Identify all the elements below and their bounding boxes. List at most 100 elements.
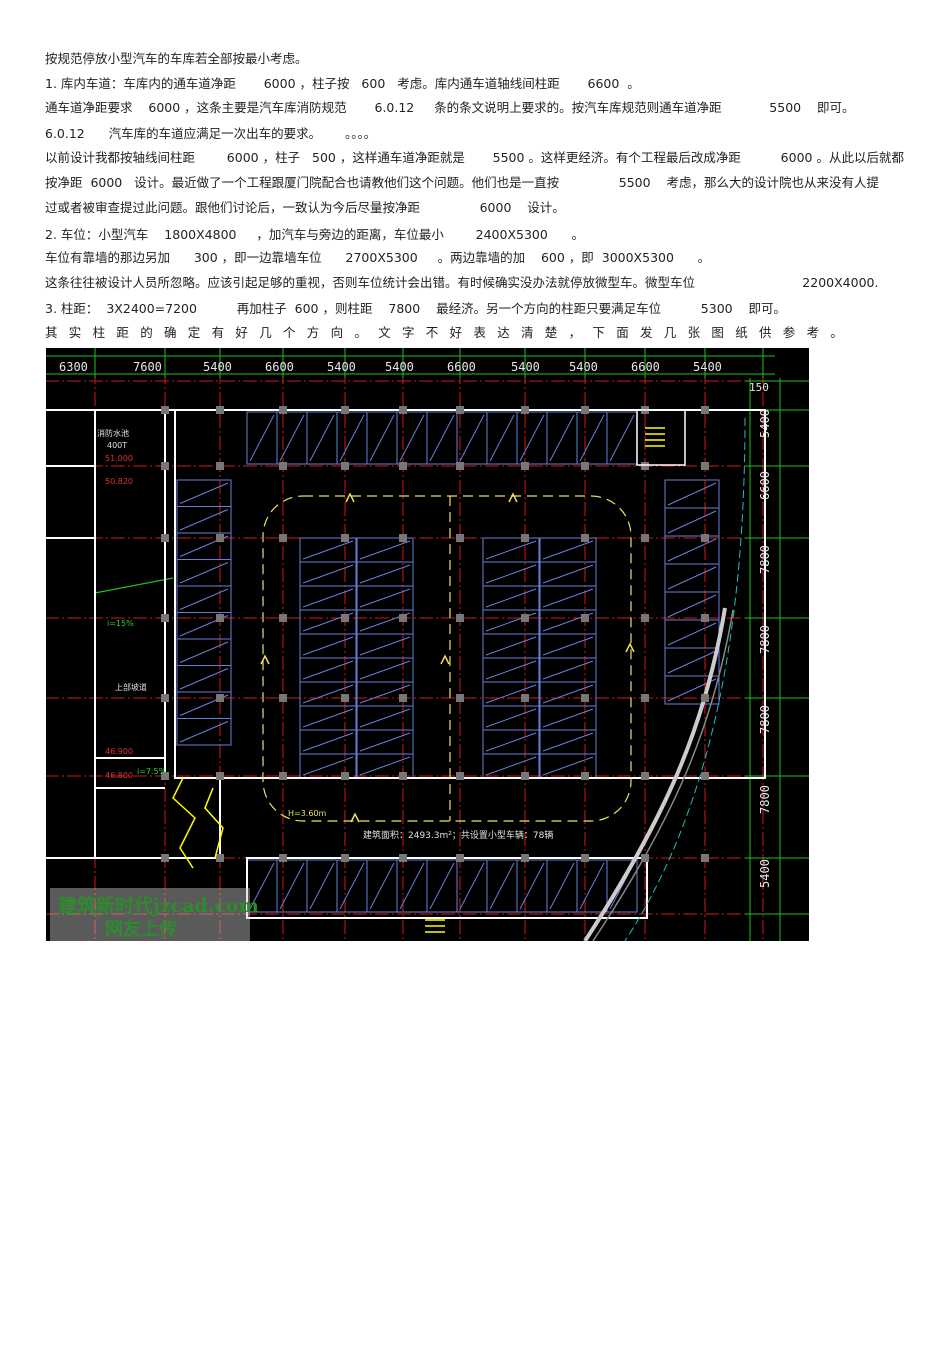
- column: [701, 614, 709, 622]
- para1-line1: 1. 库内车道：车库内的通车道净距 6000 ，柱子按 600 考虑。库内通车道…: [45, 76, 640, 91]
- dim-label-top: 5400: [569, 360, 598, 374]
- column: [456, 534, 464, 542]
- column: [701, 772, 709, 780]
- column: [581, 534, 589, 542]
- watermark-box: [50, 888, 250, 941]
- stall-mid-diag: [485, 588, 537, 608]
- stall-mid-diag: [359, 540, 411, 560]
- level-label-2: 50.820: [105, 477, 133, 486]
- level-label-4: 46.800: [105, 771, 133, 780]
- column: [279, 854, 287, 862]
- lane-arrow: [260, 654, 270, 665]
- dim-label-right: 5400: [758, 409, 772, 438]
- para2-line3: 这条往往被设计人员所忽略。应该引起足够的重视，否则车位统计会出错。有时候确实没办…: [45, 275, 879, 290]
- column: [456, 854, 464, 862]
- stall-mid-diag: [542, 708, 594, 728]
- column: [341, 462, 349, 470]
- stall-top-diag: [309, 414, 335, 462]
- column: [581, 462, 589, 470]
- para1-line4: 以前设计我都按轴线间柱距 6000 ，柱子 500 ，这样通车道净距就是 550…: [45, 150, 904, 165]
- stall-mid-diag: [485, 708, 537, 728]
- stall-top-diag: [609, 414, 635, 462]
- dim-label-top: 5400: [511, 360, 540, 374]
- bottom-stair-treads: [425, 919, 445, 933]
- stall-mid-diag: [485, 564, 537, 584]
- column: [279, 694, 287, 702]
- stall-bottom-diag: [339, 862, 365, 910]
- stall-bottom-diag: [309, 862, 335, 910]
- watermark-note: 网友上传: [105, 919, 177, 940]
- column: [216, 614, 224, 622]
- stall-mid-diag: [302, 540, 354, 560]
- stall-mid-diag: [542, 588, 594, 608]
- stall-mid-diag: [542, 660, 594, 680]
- lane-arrow: [440, 654, 450, 665]
- column: [521, 406, 529, 414]
- column: [521, 854, 529, 862]
- ramp-label: 上部坡道: [115, 682, 147, 692]
- stall-bottom-diag: [249, 862, 275, 910]
- column: [216, 462, 224, 470]
- curved-wall-inner: [592, 609, 734, 941]
- stall-mid-diag: [485, 660, 537, 680]
- dim-label-top: 6300: [59, 360, 88, 374]
- curved-wall: [583, 607, 727, 941]
- column: [161, 406, 169, 414]
- column: [641, 614, 649, 622]
- column: [161, 854, 169, 862]
- column: [581, 854, 589, 862]
- column: [341, 534, 349, 542]
- column: [641, 534, 649, 542]
- column: [216, 534, 224, 542]
- stall-right-diag: [667, 482, 717, 506]
- dim-label-right: 6600: [758, 471, 772, 500]
- para1-line6: 过或者被审查提过此问题。跟他们讨论后，一致认为今后尽量按净距 6000 设计。: [45, 200, 565, 215]
- column: [521, 614, 529, 622]
- column: [521, 772, 529, 780]
- lane-arrow: [508, 492, 518, 503]
- pump-room-label: 消防水池: [97, 428, 129, 438]
- column: [521, 694, 529, 702]
- stall-bottom-diag: [369, 862, 395, 910]
- para1-line5: 按净距 6000 设计。最近做了一个工程跟厦门院配合也请教他们这个问题。他们也是…: [45, 175, 879, 190]
- dim-label-top: 5400: [693, 360, 722, 374]
- stall-bottom-diag: [579, 862, 605, 910]
- column: [581, 614, 589, 622]
- stall-left-diag: [179, 721, 229, 743]
- column: [701, 406, 709, 414]
- column: [216, 406, 224, 414]
- dim-label-top: 5400: [327, 360, 356, 374]
- lane-arrow: [625, 642, 635, 653]
- stall-bottom: [606, 859, 638, 913]
- stall-mid-diag: [359, 564, 411, 584]
- stall-top-diag: [579, 414, 605, 462]
- stall-bottom-diag: [429, 862, 455, 910]
- column: [701, 694, 709, 702]
- column: [341, 772, 349, 780]
- stall-right-diag: [667, 594, 717, 618]
- stall-top-diag: [549, 414, 575, 462]
- slope-label: i=15%: [107, 619, 134, 628]
- stall-top-diag: [459, 414, 485, 462]
- column: [279, 406, 287, 414]
- stall-mid-diag: [542, 732, 594, 752]
- stall-top-diag: [279, 414, 305, 462]
- area-summary: 建筑面积：2493.3m²；共设置小型车辆：78辆: [363, 829, 553, 841]
- column: [399, 406, 407, 414]
- walls: [45, 348, 766, 941]
- left-rooms: [45, 409, 221, 859]
- parking-stalls: [176, 411, 720, 913]
- column: [701, 534, 709, 542]
- stall-left-diag: [179, 562, 229, 584]
- para2-line1: 2. 车位：小型汽车 1800X4800 ，加汽车与旁边的距离，车位最小 240…: [45, 227, 585, 242]
- column: [456, 462, 464, 470]
- stall-right-diag: [667, 510, 717, 534]
- column: [279, 462, 287, 470]
- slope-arrow: [94, 577, 174, 594]
- stall-mid-diag: [542, 756, 594, 776]
- para2-line2: 车位有靠墙的那边另加 300 ，即一边靠墙车位 2700X5300 。两边靠墙的…: [45, 250, 711, 265]
- watermark-site: 建筑新时代jzcad.com: [58, 895, 259, 917]
- column: [279, 534, 287, 542]
